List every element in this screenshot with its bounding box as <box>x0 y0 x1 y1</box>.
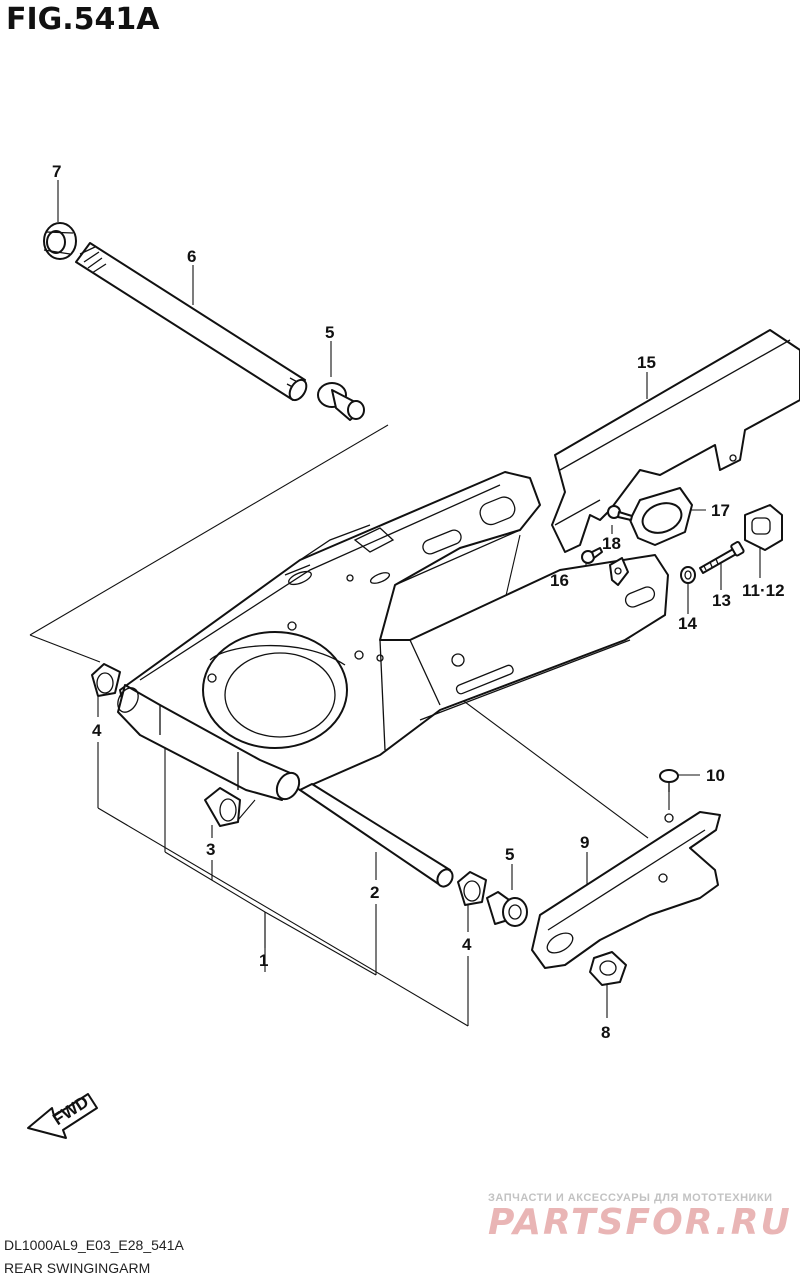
part-17-bracket <box>629 487 693 546</box>
watermark-domain: .RU <box>715 1202 792 1243</box>
callout-16: 16 <box>550 571 569 590</box>
callout-4a: 4 <box>92 721 102 740</box>
callout-17: 17 <box>711 501 730 520</box>
callout-1: 1 <box>259 951 268 970</box>
callout-18: 18 <box>602 534 621 553</box>
part-7-lock-nut <box>43 222 77 260</box>
part-1-swingarm <box>117 471 669 801</box>
figure-title: FIG.541A <box>6 2 160 37</box>
callout-10: 10 <box>706 766 725 785</box>
part-11-12-damper <box>744 504 783 551</box>
part-9-chain-guard <box>531 811 721 969</box>
callout-5a: 5 <box>325 323 334 342</box>
callout-7: 7 <box>52 162 61 181</box>
part-16-bolt <box>581 547 629 586</box>
watermark-tagline: ЗАПЧАСТИ И АКСЕССУАРЫ ДЛЯ МОТОТЕХНИКИ <box>488 1192 773 1204</box>
part-8-nut <box>589 951 627 986</box>
callout-8: 8 <box>601 1023 610 1042</box>
part-2-spacer-tube <box>299 783 454 888</box>
callout-labels: 7 6 5 15 17 18 16 11·12 13 14 4 10 3 9 5… <box>52 162 785 1042</box>
callout-2: 2 <box>370 883 379 902</box>
callout-14: 14 <box>678 614 697 633</box>
watermark-logo: PARTSFOR.RU <box>488 1202 792 1243</box>
model-code: DL1000AL9_E03_E28_541A <box>4 1237 184 1253</box>
part-13-bolt <box>699 541 745 574</box>
watermark-brand: PARTSFOR <box>488 1202 716 1243</box>
callout-13: 13 <box>712 591 731 610</box>
callout-11-12: 11·12 <box>742 581 785 600</box>
callout-5b: 5 <box>505 845 514 864</box>
part-10-screw <box>659 769 679 792</box>
part-4-bearing-right <box>457 871 487 906</box>
part-3-needle-bearing <box>204 787 241 827</box>
part-5-collar-lower <box>486 891 528 927</box>
callout-9: 9 <box>580 833 589 852</box>
part-6-pivot-shaft <box>75 242 308 402</box>
part-15-chain-case <box>551 329 800 553</box>
part-5-collar-upper <box>317 382 365 421</box>
callout-4b: 4 <box>462 935 472 954</box>
callout-6: 6 <box>187 247 196 266</box>
callout-3: 3 <box>206 840 215 859</box>
fwd-arrow-icon: FWD <box>27 1092 98 1139</box>
part-18-bolt <box>607 505 633 521</box>
callout-15: 15 <box>637 353 656 372</box>
part-4-bearing-left <box>91 663 121 697</box>
section-name: REAR SWINGINGARM <box>4 1260 151 1276</box>
leader-lines <box>29 180 761 1027</box>
part-14-washer <box>680 566 696 584</box>
